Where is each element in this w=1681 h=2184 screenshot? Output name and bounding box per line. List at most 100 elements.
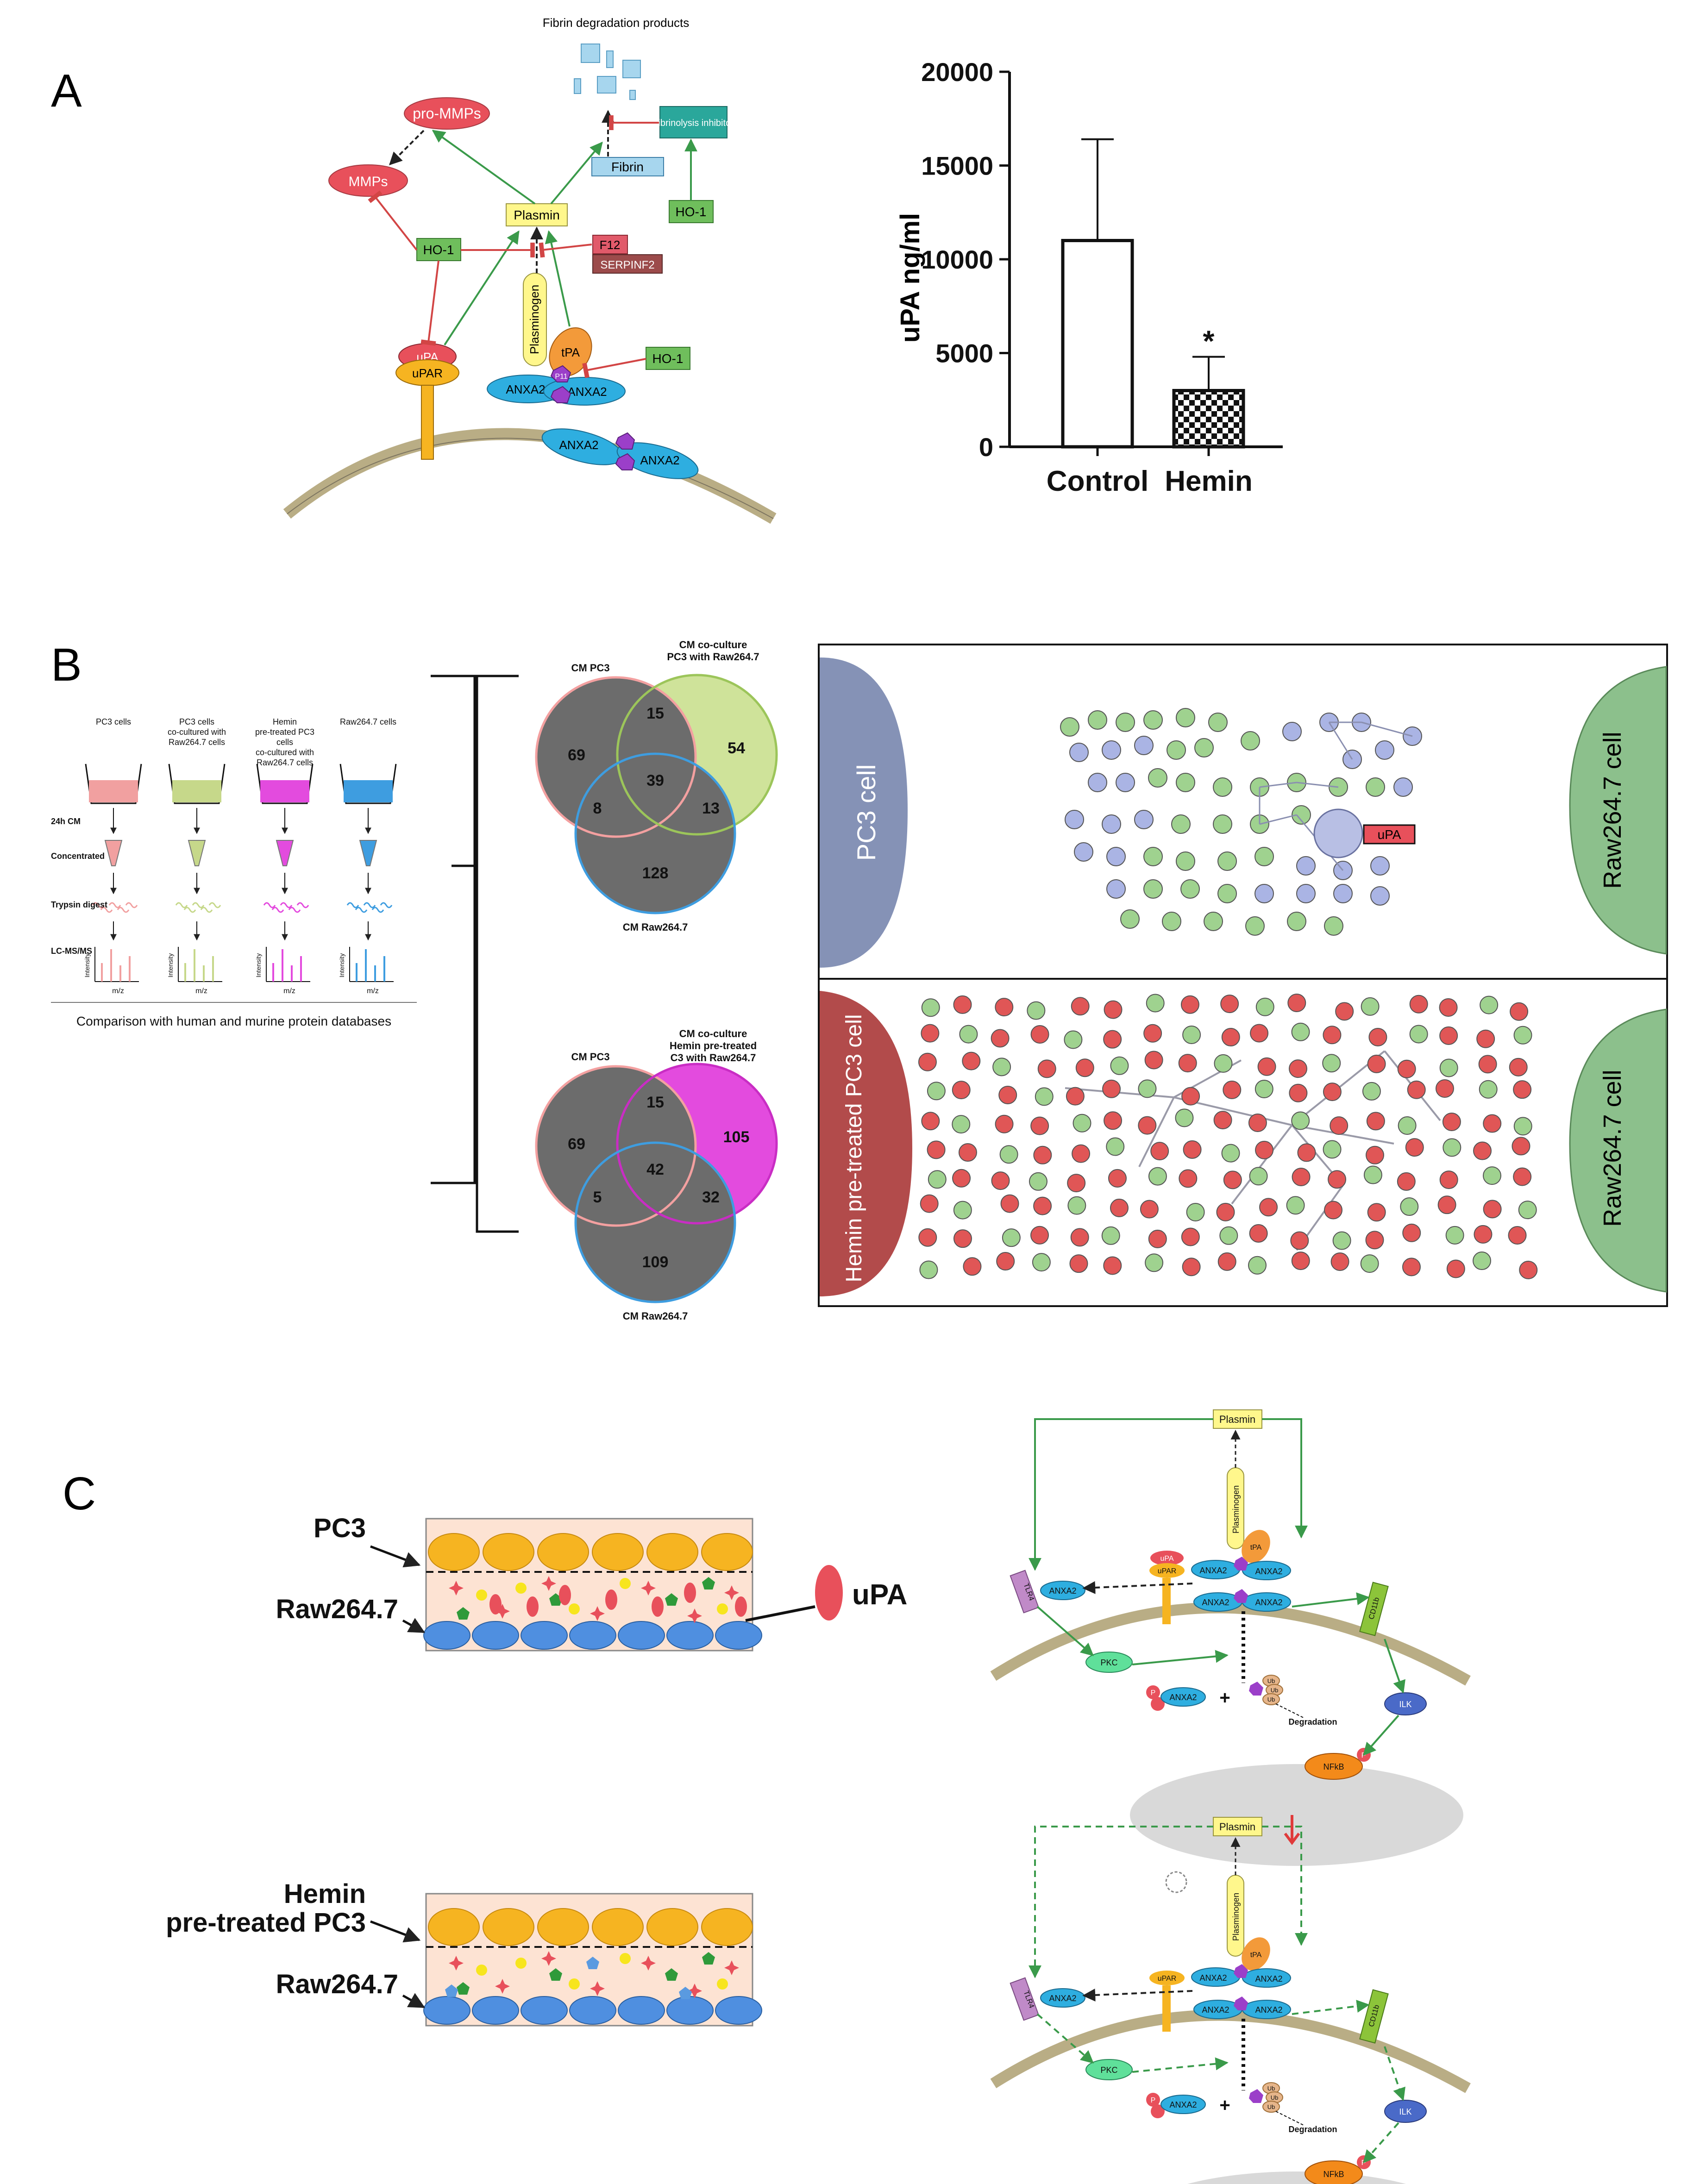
- ho1-label-1: HO-1: [423, 243, 454, 257]
- network-node-hemin: [1070, 1228, 1089, 1247]
- venn-count: 128: [642, 864, 669, 882]
- network-node-hemin: [1323, 1026, 1342, 1045]
- network-node-hemin: [1217, 1252, 1236, 1271]
- tube-icon: [359, 840, 377, 866]
- anxa2-phospho: [1160, 2095, 1206, 2114]
- network-node-hemin: [921, 1112, 940, 1131]
- network-node-hemin: [1071, 997, 1090, 1016]
- nfkb: [1305, 2160, 1363, 2184]
- culture-well: [168, 763, 226, 804]
- plus-sign: +: [1219, 1688, 1230, 1708]
- network-node-pc3: [1241, 731, 1260, 751]
- network-node-hemin: [1033, 1196, 1052, 1215]
- anxa2-label-a3: ANXA2: [559, 438, 598, 452]
- network-node-hemin: [1367, 1203, 1386, 1222]
- pc3-cell: [428, 1533, 480, 1571]
- venn-label-c: CM Raw264.7: [623, 1310, 688, 1322]
- venn-count: 69: [568, 746, 585, 764]
- network-node-hemin: [1519, 1260, 1538, 1279]
- workflow-step-label: LC-MS/MS: [51, 946, 92, 956]
- network-node-hemin: [1186, 1202, 1205, 1221]
- network-node-hemin: [1322, 1054, 1341, 1073]
- factor-yellow: [717, 1978, 728, 1990]
- factor-star: [590, 1606, 605, 1621]
- ms-axis-y-label: Intensity: [83, 953, 91, 977]
- network-node-pc3: [1296, 884, 1316, 903]
- network-node-hemin: [1178, 1054, 1197, 1073]
- network-node-hemin: [1110, 1198, 1129, 1217]
- ub-label: Ub: [1267, 2085, 1275, 2092]
- network-node-hemin: [1332, 1231, 1351, 1250]
- venn-count: 13: [702, 800, 720, 817]
- network-node-pc3: [1060, 717, 1079, 737]
- network-node-hemin: [918, 1228, 937, 1247]
- factor-green: [457, 1607, 470, 1620]
- network-node-hemin: [1368, 1027, 1387, 1046]
- network-node-hemin: [1067, 1196, 1086, 1215]
- peptide-fragment: [355, 907, 368, 913]
- venn-outline-a: [535, 1065, 697, 1227]
- network-node-hemin: [1030, 1116, 1049, 1135]
- fdp-label: Fibrin degradation products: [543, 16, 690, 30]
- tube-icon: [276, 840, 294, 866]
- network-node-hemin: [921, 1024, 940, 1043]
- network-node-hemin: [1397, 1059, 1416, 1078]
- network-node-hemin: [1478, 1055, 1497, 1074]
- phospho-1: [1146, 2093, 1160, 2107]
- tpa-label-c: tPA: [1250, 1951, 1262, 1959]
- factor-star: [687, 1984, 702, 1998]
- network-node-pc3: [1176, 708, 1195, 727]
- network-upa-label: uPA: [1378, 827, 1401, 842]
- network-node-pc3: [1366, 777, 1385, 797]
- network-edge: [1361, 721, 1413, 737]
- mmps-label: MMPs: [349, 174, 388, 189]
- network-node-hemin: [1002, 1228, 1021, 1247]
- network-node-hemin: [1402, 1223, 1421, 1242]
- upa-molecule: [527, 1596, 539, 1617]
- pc3-cell: [701, 1533, 753, 1571]
- venn-count: 39: [646, 772, 664, 789]
- upar-label-c: uPAR: [1158, 1567, 1177, 1575]
- network-node-hemin: [1213, 1111, 1232, 1130]
- pathway-arrow: [1132, 1650, 1229, 1665]
- network-edge: [1292, 1124, 1394, 1145]
- hemin-pc3-label: Hemin pre-treated PC3 cell: [842, 1014, 866, 1283]
- p-label-1: P: [1151, 1689, 1156, 1697]
- network-node-hemin: [1249, 1224, 1268, 1243]
- label-pointer: [402, 1993, 426, 2009]
- network-node-pc3: [1069, 743, 1089, 762]
- peptide-fragment: [280, 902, 293, 908]
- ms-axis-y-label: Intensity: [167, 953, 174, 977]
- peptide-fragment: [100, 907, 113, 913]
- panel-label-a: A: [51, 65, 82, 117]
- raw-cell: [569, 1996, 616, 2025]
- raw-cell: [666, 1621, 714, 1650]
- peptide-fragment: [346, 902, 359, 908]
- workflow-column-title: cells: [276, 738, 293, 747]
- network-node-hemin: [1101, 1226, 1120, 1245]
- anxa2-label-c2: ANXA2: [1255, 1974, 1282, 1984]
- ms-axis-x-label: m/z: [283, 987, 295, 995]
- cell-membrane-c: [990, 2009, 1471, 2093]
- plasminogen-label-c: Plasminogen: [1231, 1485, 1241, 1533]
- pathway-arrow: [1363, 1715, 1399, 1756]
- pc3-cell: [537, 1533, 589, 1571]
- network-node-hemin: [1439, 998, 1458, 1017]
- tpa-c: [1242, 1530, 1270, 1563]
- network-node-pc3: [1393, 777, 1413, 797]
- anxa2-label-c4: ANXA2: [1255, 2005, 1282, 2015]
- factor-star: [590, 1981, 605, 1996]
- peptide-fragment: [208, 902, 221, 908]
- network-node-hemin: [1290, 1231, 1309, 1250]
- network-node-pc3: [1176, 851, 1195, 871]
- network-node-pc3: [1102, 740, 1121, 760]
- network-node-hemin: [1473, 1252, 1492, 1270]
- ub-label: Ub: [1271, 1687, 1279, 1694]
- network-node-hemin: [953, 995, 972, 1014]
- degradation-label: Degradation: [1288, 2125, 1337, 2134]
- peptide-fragment: [271, 907, 284, 913]
- network-node-pc3: [1254, 884, 1274, 903]
- ho1-label-2: HO-1: [676, 205, 707, 219]
- network-node-hemin: [962, 1051, 981, 1070]
